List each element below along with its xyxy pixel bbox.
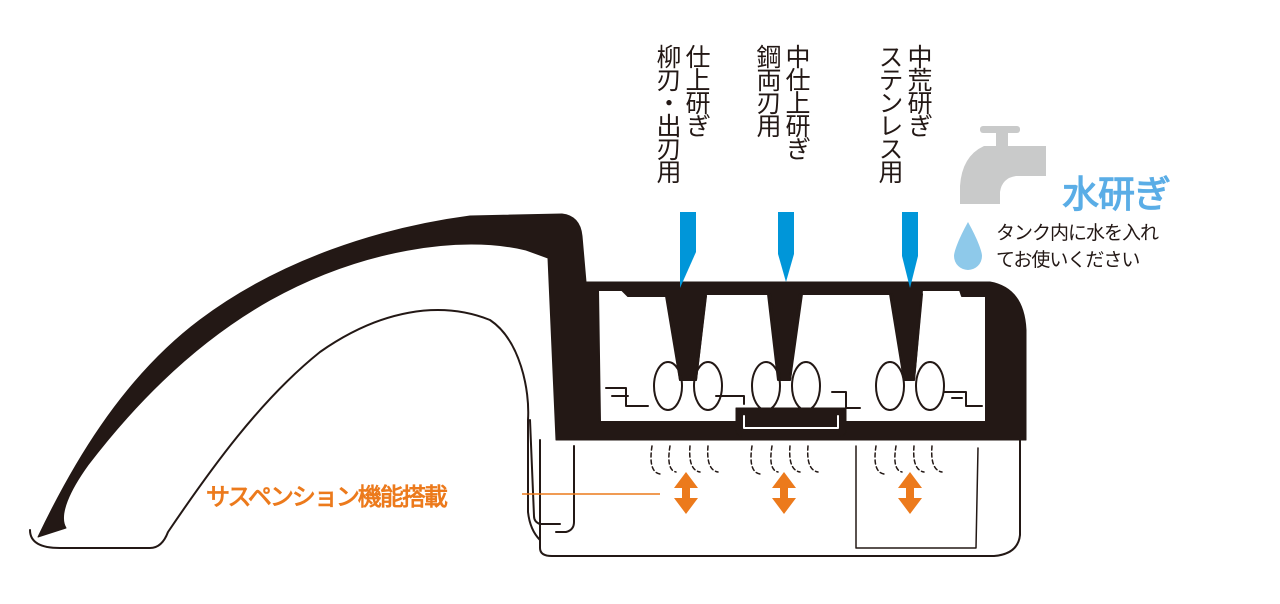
slot-2 <box>769 293 801 381</box>
housing-rear-panel <box>855 445 979 549</box>
orange-arrow-1 <box>674 472 698 514</box>
blue-arrow-1 <box>680 212 696 288</box>
slot-label-medium-rough-line1: 中荒研ぎ <box>904 44 933 136</box>
wheels-3 <box>875 361 945 411</box>
orange-arrow-2 <box>772 472 796 514</box>
tank-grip <box>735 407 847 437</box>
slot-1 <box>667 295 707 381</box>
wheels-1 <box>653 361 723 411</box>
orange-arrow-3 <box>898 472 922 514</box>
axle-details <box>605 387 983 409</box>
slot-3 <box>891 293 923 381</box>
slot-label-medium-finishing: 中仕上研ぎ 鋼両刃用 <box>753 44 811 159</box>
slot-label-medium-rough-line2: ステンレス用 <box>875 44 904 182</box>
slot-label-medium-finishing-line2: 鋼両刃用 <box>753 44 782 136</box>
slot-label-finishing: 仕上研ぎ 柳刃・出刃用 <box>653 44 711 182</box>
slot-label-finishing-line1: 仕上研ぎ <box>682 44 711 136</box>
water-grinding-title: 水研ぎ <box>1062 173 1171 216</box>
tank-grip-inner <box>743 415 839 429</box>
body-housing <box>539 439 1021 557</box>
water-drop-icon <box>954 222 982 270</box>
blue-arrow-2 <box>778 212 794 282</box>
slot-label-medium-rough: 中荒研ぎ ステンレス用 <box>875 44 933 182</box>
slot-label-finishing-line2: 柳刃・出刃用 <box>653 44 682 182</box>
blue-arrow-3 <box>902 212 918 288</box>
slot-label-medium-finishing-line1: 中仕上研ぎ <box>782 44 811 159</box>
faucet-icon <box>960 126 1046 204</box>
orange-arrows <box>674 472 922 514</box>
handle-outline <box>29 309 541 549</box>
suspension-label: サスペンション機能搭載 <box>206 483 448 511</box>
water-note-line1: タンク内に水を入れ <box>996 222 1159 244</box>
springs <box>650 445 943 475</box>
blue-arrows <box>680 212 918 288</box>
housing-inner-line <box>555 445 575 533</box>
water-note-line2: てお使いください <box>996 249 1140 271</box>
